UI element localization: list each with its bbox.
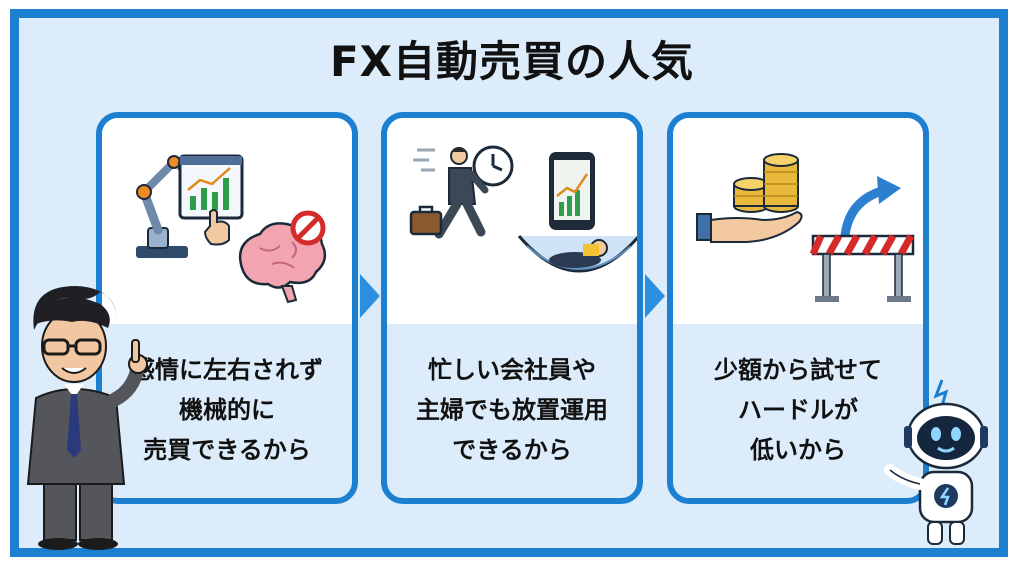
card-3-line-2: ハードルが	[738, 396, 858, 424]
reason-card-1: 感情に左右されず 機械的に 売買できるから	[96, 112, 358, 504]
smartphone-chart-icon	[549, 152, 595, 230]
card-3-line-1: 少額から試せて	[714, 356, 882, 384]
card-1-text: 感情に左右されず 機械的に 売買できるから	[102, 350, 352, 470]
hurdle-barrier-icon	[809, 234, 915, 302]
card-2-line-1: 忙しい会社員や	[428, 356, 596, 384]
curved-arrow-icon	[840, 176, 901, 241]
coin-stack-icon	[733, 153, 799, 213]
card-2-text: 忙しい会社員や 主婦でも放置運用 できるから	[387, 350, 637, 470]
card-1-illustration	[102, 118, 352, 324]
hammock-person-icon	[517, 235, 637, 273]
card-1-line-2: 機械的に	[179, 396, 275, 424]
card-1-line-3: 売買できるから	[143, 436, 311, 464]
open-hand-icon	[696, 210, 803, 243]
card-3-line-3: 低いから	[750, 436, 846, 464]
card-2-line-2: 主婦でも放置運用	[416, 396, 608, 424]
briefcase-icon	[409, 205, 443, 236]
running-businessman-icon	[413, 147, 489, 239]
arrow-icon-1	[360, 274, 380, 318]
businessman-mascot	[26, 286, 148, 550]
card-1-line-1: 感情に左右されず	[131, 356, 323, 384]
arrow-icon-2	[645, 274, 665, 318]
page-title: FX自動売買の人気	[329, 37, 695, 86]
chart-screen-icon	[178, 154, 244, 220]
card-2-illustration	[387, 118, 637, 324]
clock-icon	[472, 145, 514, 187]
card-3-text: 少額から試せて ハードルが 低いから	[673, 350, 923, 470]
card-3-illustration	[673, 118, 923, 324]
reason-card-2: 忙しい会社員や 主婦でも放置運用 できるから	[381, 112, 643, 504]
robot-mascot	[884, 379, 988, 545]
card-2-line-3: できるから	[452, 436, 572, 464]
reason-card-3: 少額から試せて ハードルが 低いから	[667, 112, 929, 504]
pointing-hand-icon	[203, 209, 230, 246]
prohibited-icon	[290, 210, 326, 246]
